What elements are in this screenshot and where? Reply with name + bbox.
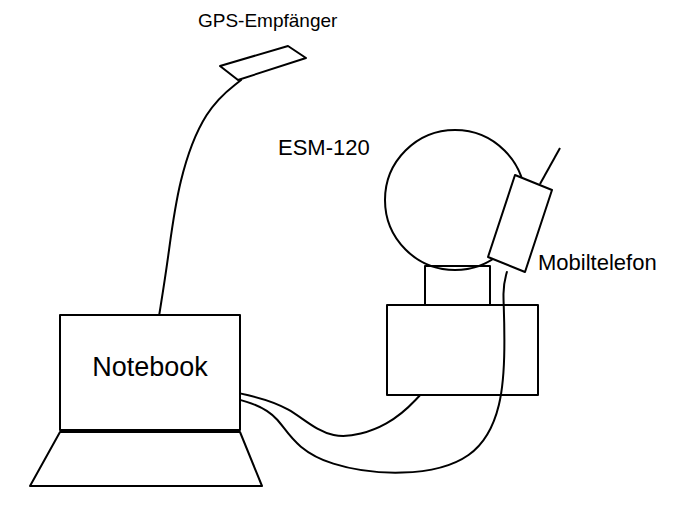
gps-receiver-body	[220, 46, 306, 80]
head-neck	[425, 266, 490, 305]
mobile-phone: Mobiltelefon	[486, 145, 686, 280]
node-label: Notebook	[92, 352, 208, 383]
phone-antenna	[540, 148, 560, 184]
gps-receiver: GPS-Empfänger	[195, 8, 310, 84]
notebook-screen	[60, 315, 240, 430]
cable	[240, 393, 420, 435]
cable	[159, 80, 241, 315]
cable	[240, 272, 507, 473]
notebook: Notebook	[25, 312, 267, 490]
base-box	[387, 305, 538, 395]
notebook-outline	[25, 312, 267, 490]
notebook-keyboard	[30, 432, 262, 486]
node-label: ESM-120	[278, 135, 370, 160]
node-label: Mobiltelefon	[538, 250, 657, 275]
node-label: GPS-Empfänger	[198, 10, 337, 32]
